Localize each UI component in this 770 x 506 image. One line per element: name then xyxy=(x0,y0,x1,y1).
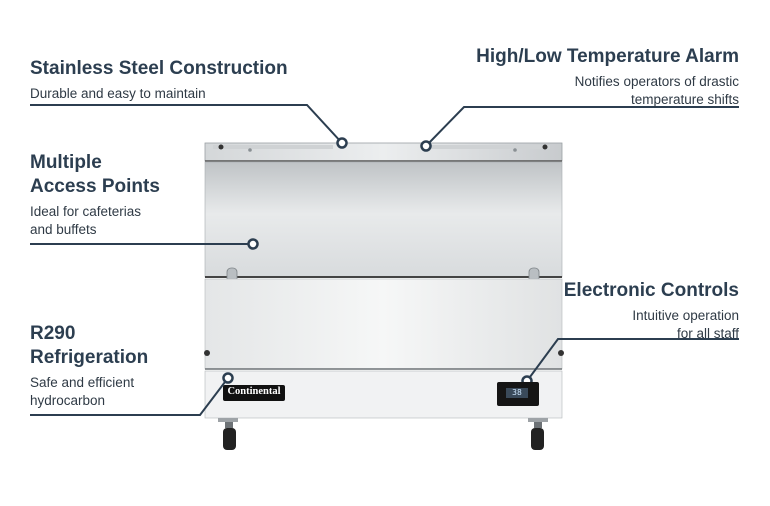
caster-right xyxy=(528,418,548,450)
cooler-lid xyxy=(204,161,563,278)
dot-stainless xyxy=(336,137,348,149)
leader-stainless xyxy=(30,104,343,144)
callout-title: High/Low Temperature Alarm xyxy=(476,46,739,67)
milk-cooler xyxy=(204,142,564,450)
callout-stainless-steel: Stainless Steel Construction Durable and… xyxy=(30,57,288,103)
callout-electronic-controls: Electronic Controls Intuitive operation … xyxy=(564,279,739,343)
callout-r290-refrigeration: R290 Refrigeration Safe and efficient hy… xyxy=(30,322,148,410)
callout-temperature-alarm: High/Low Temperature Alarm Notifies oper… xyxy=(476,45,739,109)
display-reading: 38 xyxy=(506,388,528,398)
callout-title-line: R290 xyxy=(30,323,76,344)
leader-refrigeration xyxy=(30,377,229,416)
temperature-display: 38 xyxy=(497,382,539,406)
callout-description: Durable and easy to maintain xyxy=(30,86,206,101)
callout-title: Stainless Steel Construction xyxy=(30,58,288,79)
callout-title-line: Access Points xyxy=(30,176,160,197)
callout-description-line: Notifies operators of drastic xyxy=(574,74,739,89)
callout-title-line: Refrigeration xyxy=(30,347,149,368)
cooler-body xyxy=(204,278,563,370)
dot-alarm xyxy=(420,140,432,152)
callout-description-line: Intuitive operation xyxy=(632,308,739,323)
caster-left xyxy=(218,418,238,450)
callout-description-line: Ideal for cafeterias xyxy=(30,204,142,219)
leader-alarm xyxy=(425,106,739,147)
callout-description-line: hydrocarbon xyxy=(30,393,106,408)
callout-title: Electronic Controls xyxy=(563,280,739,301)
dot-access xyxy=(247,238,259,250)
callout-description-line: temperature shifts xyxy=(630,92,739,107)
brand-badge: Continental xyxy=(223,385,285,401)
callout-access-points: Multiple Access Points Ideal for cafeter… xyxy=(30,151,160,239)
leader-dots xyxy=(222,137,533,387)
callout-description-line: for all staff xyxy=(676,326,739,341)
callout-description-line: Safe and efficient xyxy=(30,375,135,390)
brand-name: Continental xyxy=(227,386,281,397)
callout-title-line: Multiple xyxy=(30,152,102,173)
dot-refrigeration xyxy=(222,372,234,384)
callout-description-line: and buffets xyxy=(30,222,97,237)
leader-lines xyxy=(30,104,739,416)
leader-controls xyxy=(526,338,739,382)
